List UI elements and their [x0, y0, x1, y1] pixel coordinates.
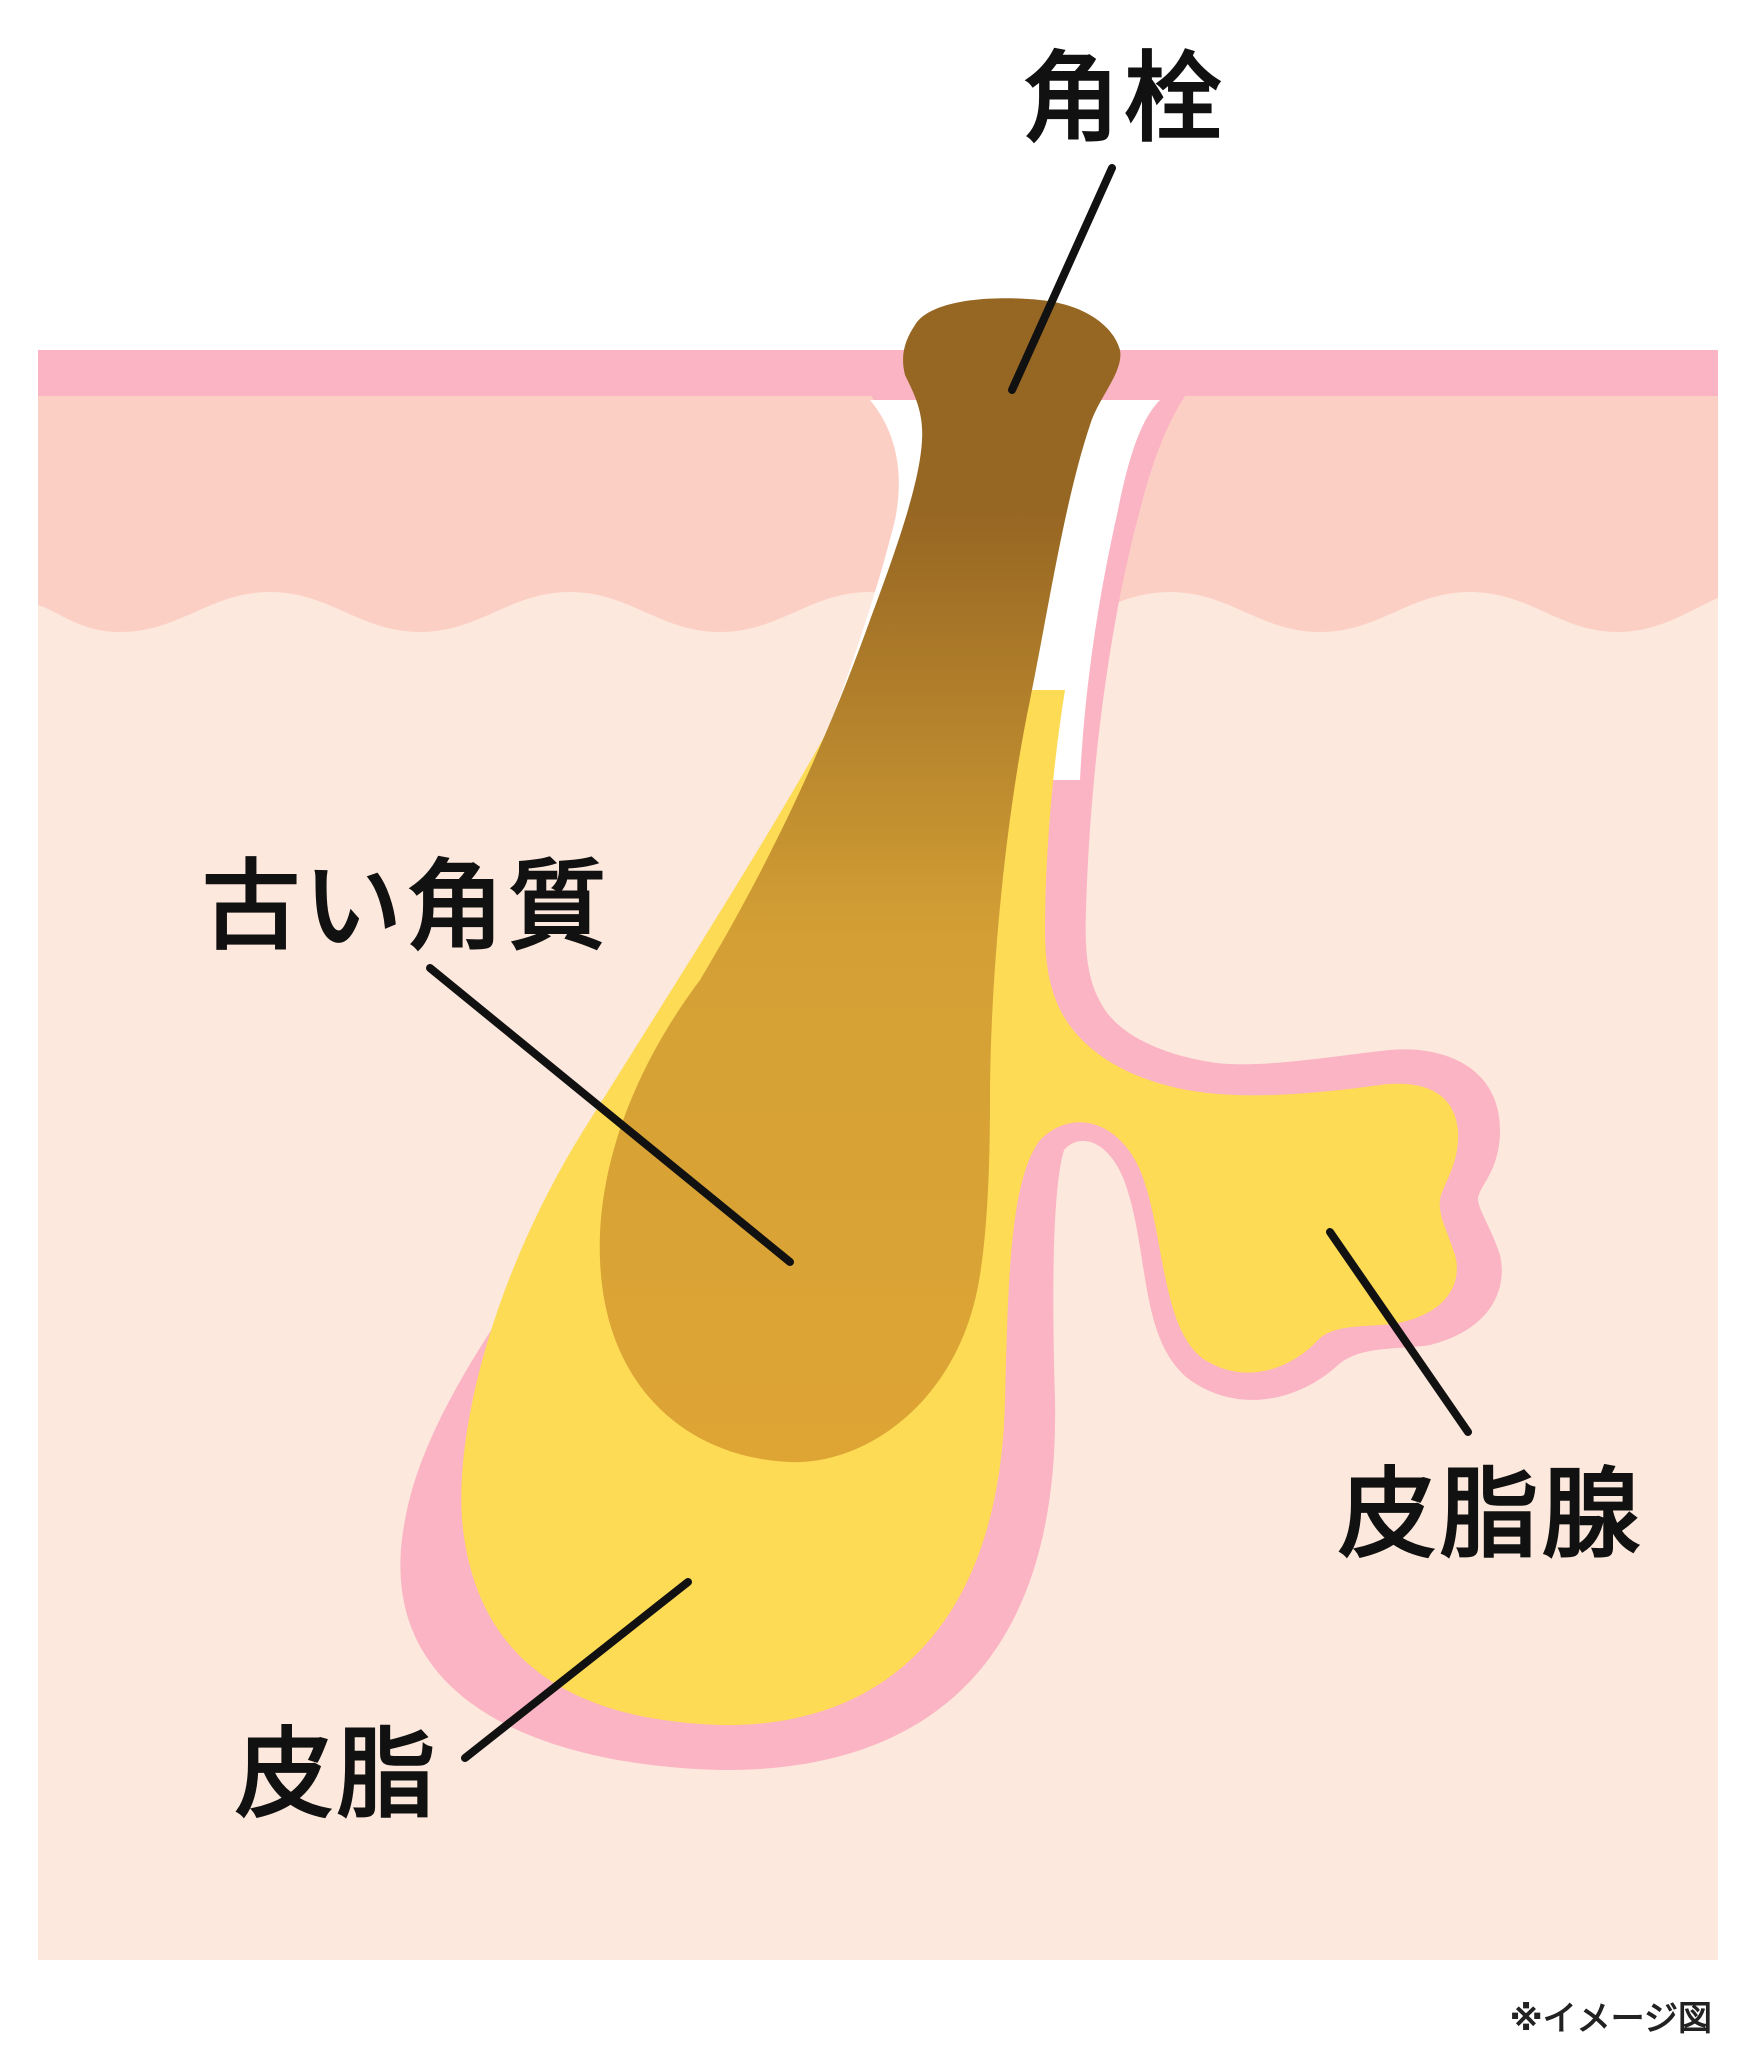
label-sebaceous-gland: 皮脂腺 — [1338, 1458, 1644, 1572]
leader-line-sebaceous-gland — [1326, 1228, 1472, 1436]
leader-line-sebum — [461, 1578, 692, 1762]
image-note: ※イメージ図 — [1510, 1999, 1712, 2039]
label-sebum: 皮脂 — [235, 1718, 439, 1832]
label-old-keratin: 古い角質 — [202, 850, 610, 964]
leader-line-old-keratin — [426, 964, 794, 1266]
leader-line-plug — [1008, 164, 1116, 394]
label-plug: 角栓 — [1022, 42, 1226, 156]
epidermis-layer — [38, 350, 1718, 632]
keratin-plug — [599, 298, 1121, 1463]
